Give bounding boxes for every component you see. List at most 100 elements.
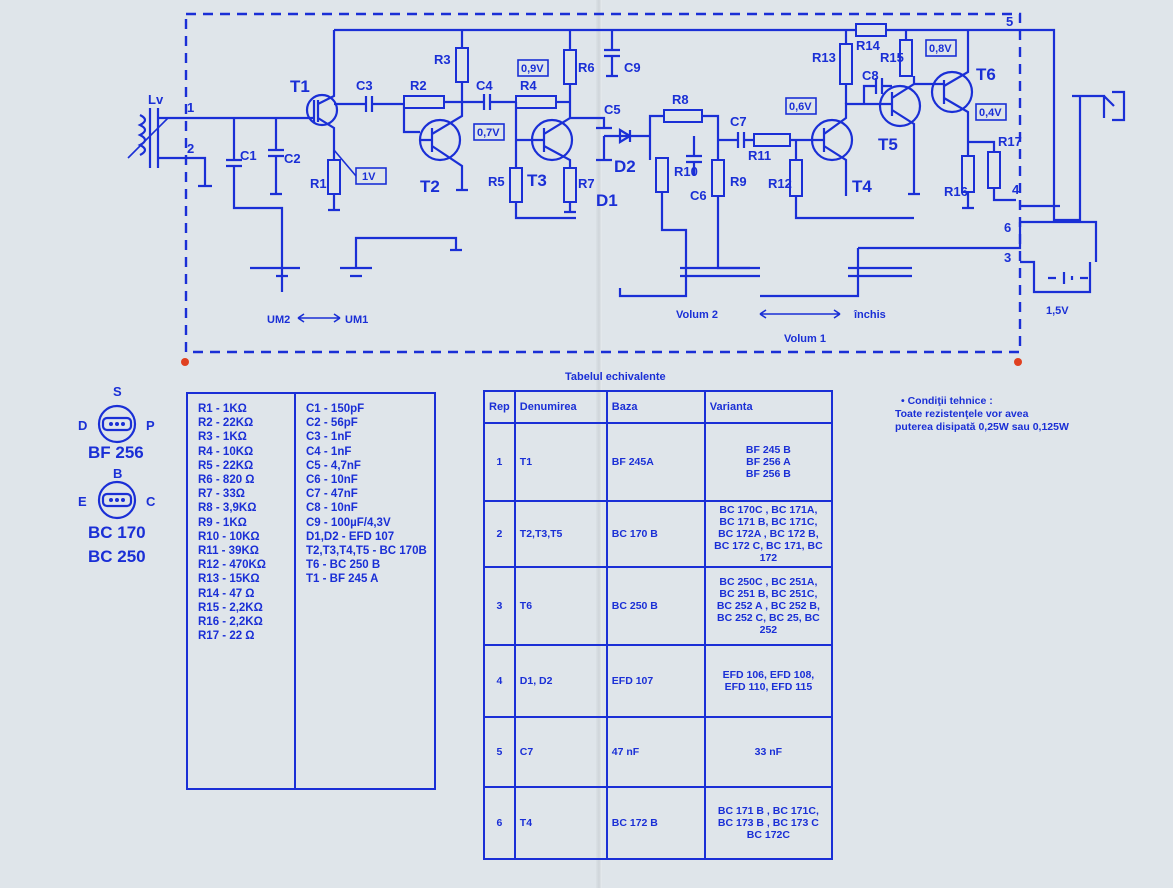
resistor-item: R10 - 10KΩ <box>198 530 260 543</box>
t4-label: T4 <box>852 177 872 196</box>
resistor-item: R15 - 2,2KΩ <box>198 601 263 614</box>
equivalents-header: Rep Denumirea Baza Varianta <box>483 390 834 424</box>
t1-label: T1 <box>290 77 310 96</box>
terminal-3-label: 3 <box>1004 250 1011 265</box>
cell-name: D1, D2 <box>513 644 608 718</box>
d2-label: D2 <box>614 157 636 176</box>
technical-heading: • Condiţii tehnice : <box>901 395 993 407</box>
cell-rep: 2 <box>483 500 516 568</box>
cell-base: EFD 107 <box>605 644 706 718</box>
technical-line-2: puterea disipată 0,25W sau 0,125W <box>895 421 1069 433</box>
header-rep: Rep <box>483 390 516 424</box>
variant-line: BC 171 B , BC 171C, <box>717 805 819 817</box>
resistor-item: R13 - 15KΩ <box>198 573 260 586</box>
um1-label: UM1 <box>345 314 368 326</box>
cell-rep: 5 <box>483 716 516 788</box>
resistor-item: R6 - 820 Ω <box>198 474 255 487</box>
bc170-pin-b: B <box>113 466 122 481</box>
resistor-item: R3 - 1KΩ <box>198 431 247 444</box>
t1-voltage: 1V <box>362 171 376 183</box>
terminal-4-label: 4 <box>1012 182 1020 197</box>
r3-label: R3 <box>434 52 451 67</box>
component-item: C5 - 4,7nF <box>306 459 361 472</box>
cell-variants: 33 nF <box>703 716 834 788</box>
terminal-5-label: 5 <box>1006 14 1013 29</box>
resistor-item: R11 - 39KΩ <box>198 545 259 558</box>
bf256-name: BF 256 <box>88 443 144 462</box>
cell-name: C7 <box>513 716 608 788</box>
variant-line: BC 173 B , BC 173 C <box>717 817 819 829</box>
component-item: T1 - BF 245 A <box>306 573 379 586</box>
t6-voltage: 0,4V <box>979 107 1002 119</box>
variant-line: BF 256 A <box>746 456 791 468</box>
component-item: C7 - 47nF <box>306 488 358 501</box>
variant-line: BC 171 B, BC 171C, <box>719 516 818 528</box>
cell-name: T2,T3,T5 <box>513 500 608 568</box>
resistor-item: R1 - 1KΩ <box>198 403 247 415</box>
resistor-item: R12 - 470KΩ <box>198 559 267 572</box>
resistor-item: R4 - 10KΩ <box>198 445 254 458</box>
c2-label: C2 <box>284 151 301 166</box>
r1-label: R1 <box>310 176 327 191</box>
component-item: C4 - 1nF <box>306 445 352 458</box>
component-item: C2 - 56pF <box>306 417 358 430</box>
cell-name: T1 <box>513 422 608 502</box>
cell-variants: BC 170C , BC 171A,BC 171 B, BC 171C,BC 1… <box>703 500 834 568</box>
variant-line: BC 252 A , BC 252 B, <box>716 600 820 612</box>
r4-label: R4 <box>520 78 537 93</box>
component-item: D1,D2 - EFD 107 <box>306 530 395 543</box>
resistor-item: R14 - 47 Ω <box>198 587 255 600</box>
cell-rep: 4 <box>483 644 516 718</box>
variant-line: EFD 110, EFD 115 <box>724 681 813 693</box>
lv-label: Lv <box>148 92 164 107</box>
component-item: C9 - 100µF/4,3V <box>306 516 391 529</box>
bf256-pin-d: D <box>78 418 87 433</box>
c5-label: C5 <box>604 102 621 117</box>
technical-line-1: Toate rezistenţele vor avea <box>895 408 1029 420</box>
r7-label: R7 <box>578 176 595 191</box>
t6-label: T6 <box>976 65 996 84</box>
variant-line: BC 172A , BC 172 B, <box>718 528 819 540</box>
r5-label: R5 <box>488 174 505 189</box>
r10-label: R10 <box>674 164 698 179</box>
resistor-item: R8 - 3,9KΩ <box>198 502 257 515</box>
t4-voltage: 0,6V <box>789 101 812 113</box>
t5-voltage: 0,8V <box>929 43 952 55</box>
t2-voltage: 0,7V <box>477 127 500 139</box>
t5-label: T5 <box>878 135 898 154</box>
c9-label: C9 <box>624 60 641 75</box>
transistor-pinouts: S D P BF 256 B E C BC 170 BC 250 <box>78 384 156 566</box>
volum1-label: Volum 1 <box>784 333 826 345</box>
bc250-name: BC 250 <box>88 547 146 566</box>
variant-line: BC 251 B, BC 251C, <box>719 588 818 600</box>
resistor-item: R5 - 22KΩ <box>198 459 254 472</box>
r14-label: R14 <box>856 38 881 53</box>
bf256-pin-s: S <box>113 384 122 399</box>
header-base: Baza <box>605 390 706 424</box>
variant-line: BC 252 C, BC 25, BC 252 <box>717 612 820 636</box>
terminal-1-label: 1 <box>187 100 194 115</box>
header-variant: Varianta <box>703 390 834 424</box>
r17-label: R17 <box>998 134 1022 149</box>
cell-name: T4 <box>513 786 608 860</box>
terminal-2-label: 2 <box>187 141 194 156</box>
resistor-item: R9 - 1KΩ <box>198 516 247 529</box>
header-name: Denumirea <box>513 390 608 424</box>
r16-label: R16 <box>944 184 968 199</box>
r15-label: R15 <box>880 50 904 65</box>
cell-base: BC 170 B <box>605 500 706 568</box>
variant-line: BC 250C , BC 251A, <box>719 576 818 588</box>
variant-line: BC 172 C, BC 171, BC 172 <box>714 540 823 564</box>
variant-line: 33 nF <box>754 746 783 758</box>
cell-rep: 3 <box>483 566 516 646</box>
